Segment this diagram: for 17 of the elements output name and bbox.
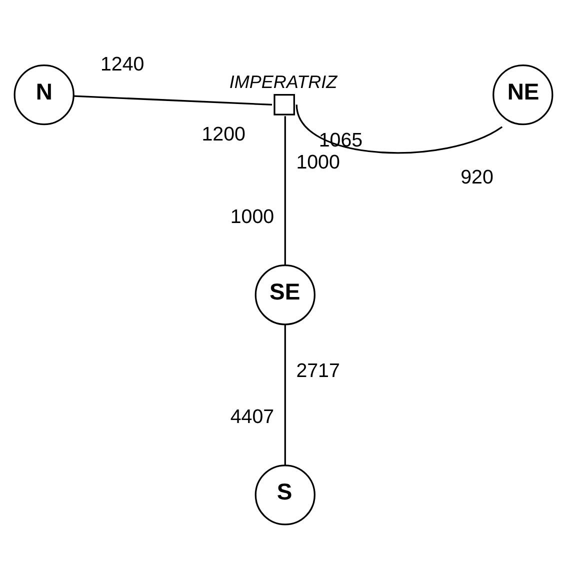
label: 920 bbox=[460, 166, 494, 189]
node-box bbox=[274, 94, 295, 116]
connector bbox=[284, 116, 286, 265]
node-circle: N bbox=[14, 64, 74, 126]
label: 4407 bbox=[230, 406, 274, 428]
label: 1000 bbox=[296, 151, 340, 174]
connector bbox=[296, 104, 503, 154]
connector bbox=[284, 324, 286, 466]
node-circle: SE bbox=[254, 264, 316, 326]
connector bbox=[74, 95, 272, 106]
label: 1240 bbox=[100, 53, 144, 76]
node-circle: NE bbox=[492, 64, 554, 126]
label: 1000 bbox=[230, 206, 274, 228]
label: 1200 bbox=[202, 124, 246, 146]
label: 2717 bbox=[296, 360, 340, 382]
node-label: IMPERATRIZ bbox=[229, 72, 338, 92]
node-circle: S bbox=[254, 464, 316, 526]
